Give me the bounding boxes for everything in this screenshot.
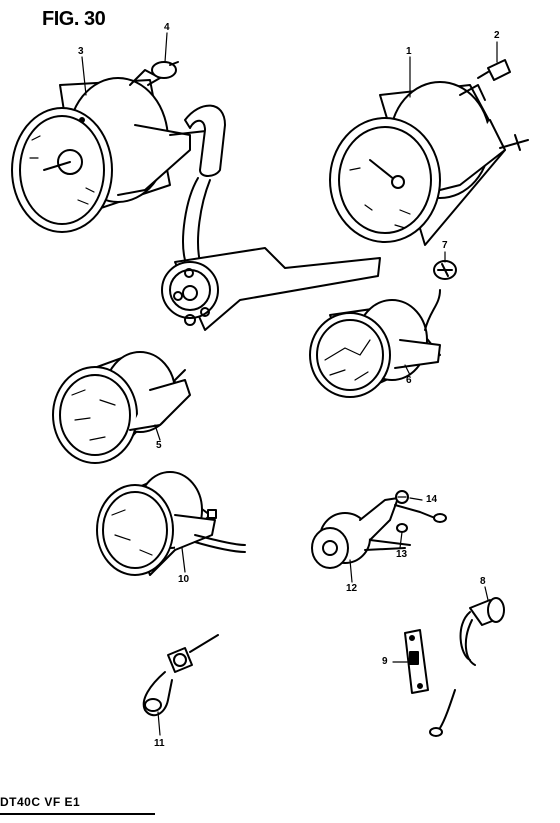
callout-6: 6: [406, 375, 412, 386]
footer-rule: [0, 813, 155, 815]
callout-10: 10: [178, 574, 190, 585]
callout-2: 2: [494, 30, 500, 41]
callout-8: 8: [480, 576, 486, 587]
callout-9: 9: [382, 656, 388, 667]
cable-bracket-assembly: [161, 104, 381, 331]
gauge-part-3: [11, 69, 216, 233]
callout-1: 1: [406, 46, 412, 57]
callout-11: 11: [154, 738, 165, 749]
bulb-part-4: [147, 61, 179, 86]
callout-14: 14: [426, 494, 438, 505]
callout-5: 5: [156, 440, 162, 451]
screw-part-14: [395, 490, 409, 504]
gauge-part-1: [329, 81, 529, 246]
plate-part-9: [404, 629, 429, 694]
callout-4: 4: [164, 22, 170, 33]
switch-part-12: [311, 497, 411, 569]
gauge-part-5: [52, 351, 191, 464]
bulb-part-2: [477, 59, 511, 81]
sensor-part-11: [142, 634, 219, 717]
callout-3: 3: [78, 46, 84, 57]
sender-part-8: [429, 597, 505, 737]
figure-title: FIG. 30: [42, 8, 106, 30]
callout-7: 7: [442, 240, 448, 251]
gauge-part-6: [309, 289, 441, 398]
gauge-part-10: [96, 471, 246, 576]
bulb-part-7: [433, 260, 457, 280]
callout-13: 13: [396, 549, 408, 560]
leader-lines: [81, 32, 498, 736]
terminal-part-13: [394, 504, 447, 533]
footer-code: DT40C VF E1: [0, 795, 81, 809]
callout-12: 12: [346, 583, 358, 594]
